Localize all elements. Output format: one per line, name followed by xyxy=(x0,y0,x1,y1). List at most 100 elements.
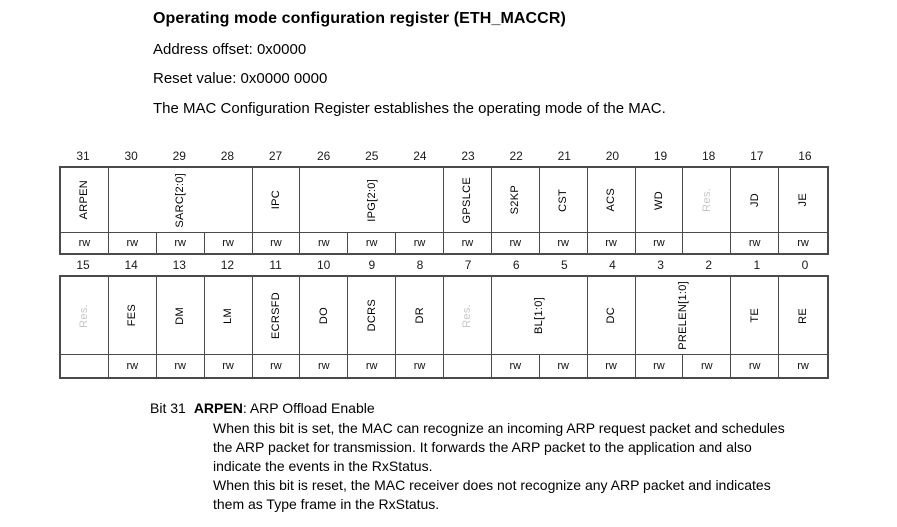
bit-number: 2 xyxy=(705,258,713,272)
bit-number: 31 xyxy=(76,149,90,163)
field-label: CST xyxy=(557,188,570,212)
field-cell: WD xyxy=(636,168,684,232)
field-cell: ARPEN xyxy=(61,168,109,232)
access-cell: rw xyxy=(348,354,397,377)
register-title: Operating mode configuration register (E… xyxy=(153,10,566,27)
access-cell: rw xyxy=(252,354,301,377)
access-cell: rw xyxy=(252,232,301,253)
access-cell: rw xyxy=(635,354,684,377)
field-cell: ECRSFD xyxy=(253,277,301,354)
bit-description-paragraph-1: When this bit is set, the MAC can recogn… xyxy=(213,420,785,474)
access-cell: rw xyxy=(204,232,253,253)
field-cell: Res. xyxy=(444,277,492,354)
bit-number: 6 xyxy=(512,258,520,272)
bit-number: 0 xyxy=(801,258,809,272)
register-row-box: ARPEN SARC[2:0] IPC IPG[2:0] GPSLCE S2KP CST AC… xyxy=(59,166,829,255)
field-label: DCRS xyxy=(365,299,378,332)
field-label: ACS xyxy=(605,188,618,212)
bit-number: 13 xyxy=(172,258,186,272)
bit-number: 25 xyxy=(365,149,379,163)
field-label: JD xyxy=(748,192,761,208)
field-label: GPSLCE xyxy=(461,176,474,224)
access-cell: rw xyxy=(539,354,588,377)
access-cell xyxy=(683,232,732,253)
bit-number: 12 xyxy=(220,258,235,272)
bit-number: 29 xyxy=(172,149,186,163)
field-cell: ACS xyxy=(588,168,636,232)
access-cell: rw xyxy=(491,232,540,253)
bit-number: 30 xyxy=(124,149,138,163)
field-cell: IPC xyxy=(253,168,301,232)
field-cell: BL[1:0] xyxy=(492,277,588,354)
bit-number: 16 xyxy=(798,149,812,163)
field-cell: S2KP xyxy=(492,168,540,232)
reserved-field-label: Res. xyxy=(461,303,474,328)
access-cell: rw xyxy=(587,354,636,377)
bit-number: 5 xyxy=(560,258,568,272)
bit-number: 17 xyxy=(750,149,764,163)
bit-number: 7 xyxy=(464,258,472,272)
access-cell: rw xyxy=(300,354,349,377)
field-label: WD xyxy=(652,190,665,210)
bit-number: 8 xyxy=(416,258,424,272)
access-cell: rw xyxy=(587,232,636,253)
access-cell: rw xyxy=(779,232,827,253)
field-label: ECRSFD xyxy=(269,291,282,340)
bit-number: 23 xyxy=(461,149,475,163)
access-cell: rw xyxy=(396,232,444,253)
bit-field-title: : ARP Offload Enable xyxy=(242,400,375,416)
field-label: BL[1:0] xyxy=(533,297,546,334)
field-cell: FES xyxy=(109,277,157,354)
field-cell: DCRS xyxy=(348,277,397,354)
field-label: DO xyxy=(317,306,330,325)
access-cell: rw xyxy=(204,354,253,377)
access-cell: rw xyxy=(779,354,827,377)
address-offset: Address offset: 0x0000 xyxy=(153,41,307,58)
access-cell: rw xyxy=(731,232,780,253)
field-label: LM xyxy=(222,307,235,324)
access-cell: rw xyxy=(731,354,780,377)
bit-number: 18 xyxy=(702,149,716,163)
reserved-field-label: Res. xyxy=(78,303,91,328)
access-cell xyxy=(61,354,109,377)
bit-number-label: Bit 31 xyxy=(150,400,186,416)
field-label: ARPEN xyxy=(78,180,91,220)
field-label: IPG[2:0] xyxy=(365,178,378,222)
bit-number: 22 xyxy=(509,149,523,163)
field-label: TE xyxy=(748,308,761,323)
reserved-field-label: Res. xyxy=(700,188,713,212)
access-cell: rw xyxy=(61,232,109,253)
field-cell: CST xyxy=(540,168,588,232)
field-label: RE xyxy=(797,307,810,324)
field-label: DR xyxy=(413,307,426,324)
field-label: IPC xyxy=(269,190,282,210)
field-cell: PRELEN[1:0] xyxy=(636,277,732,354)
bit-number: 3 xyxy=(657,258,664,272)
field-cell: RE xyxy=(779,277,827,354)
bit-number: 28 xyxy=(220,149,235,163)
field-cell: GPSLCE xyxy=(444,168,492,232)
field-label: S2KP xyxy=(509,185,522,215)
bit-number: 19 xyxy=(653,149,668,163)
field-row: ARPEN SARC[2:0] IPC IPG[2:0] GPSLCE S2KP CST AC… xyxy=(61,168,827,232)
access-cell: rw xyxy=(444,232,492,253)
access-cell xyxy=(444,354,492,377)
bit-number: 10 xyxy=(317,258,331,272)
field-cell: Res. xyxy=(61,277,109,354)
field-cell: Res. xyxy=(683,168,732,232)
field-cell: IPG[2:0] xyxy=(300,168,444,232)
field-cell: DR xyxy=(396,277,444,354)
access-cell: rw xyxy=(396,354,444,377)
access-cell: rw xyxy=(635,232,684,253)
access-cell: rw xyxy=(683,354,732,377)
field-label: SARC[2:0] xyxy=(174,172,187,228)
field-cell: JE xyxy=(779,168,827,232)
field-label: DC xyxy=(605,307,618,324)
access-cell: rw xyxy=(156,354,205,377)
